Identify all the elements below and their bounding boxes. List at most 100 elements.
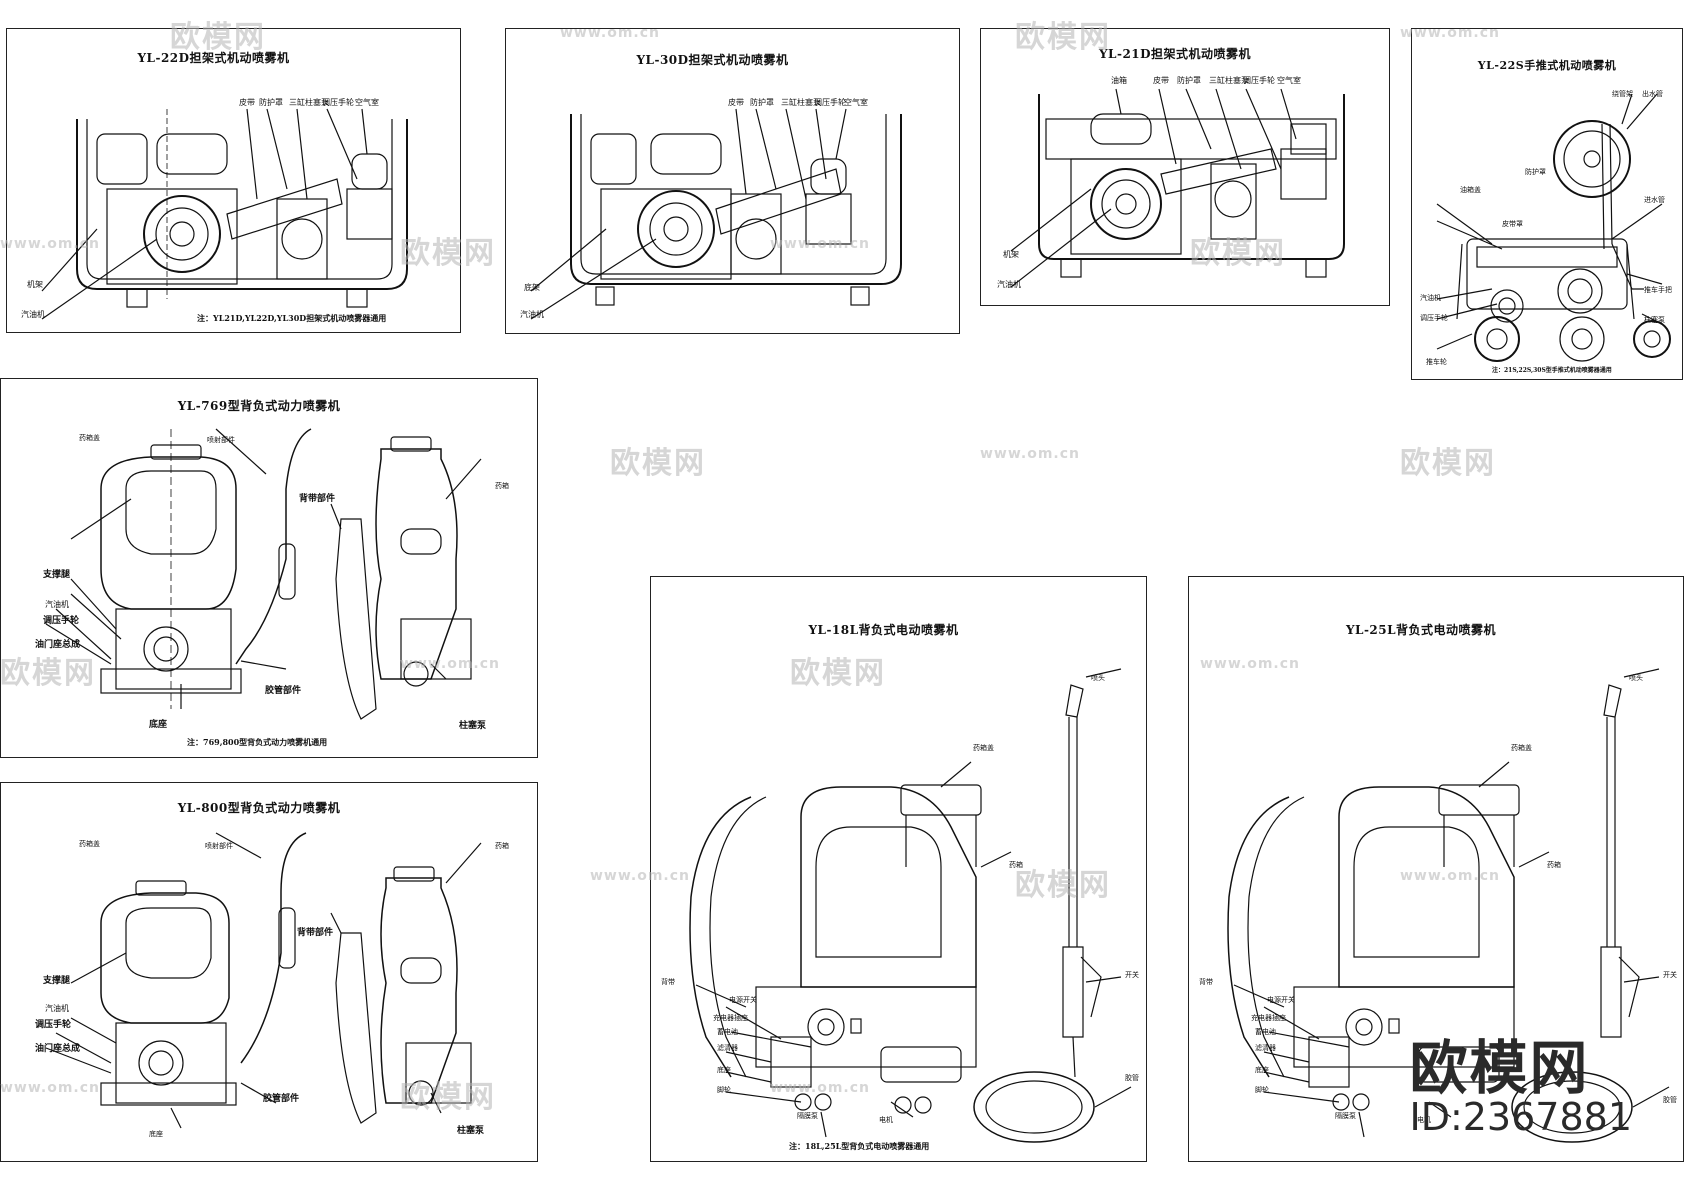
label-air-chamber: 空气室 (844, 98, 868, 107)
label-hose: 胶管 (1125, 1074, 1139, 1082)
label-tank: 油箱 (1111, 76, 1127, 85)
label-regulator: 调压手轮 (43, 616, 80, 626)
label-tank-cap: 药箱盖 (1511, 744, 1532, 752)
hand-cart-sprayer-drawing (1436, 93, 1671, 362)
label-spray-parts: 喷射部件 (205, 842, 233, 850)
label-regulator: 调压手轮 (322, 98, 354, 107)
label-diaphragm-pump: 隔膜泵 (797, 1112, 818, 1120)
brand-badge: 欧模网 ID:2367881 (1409, 1039, 1632, 1139)
label-pump: 三缸柱塞泵 (1209, 76, 1249, 85)
label-motor: 电机 (1417, 1116, 1431, 1124)
label-strap: 背带 (661, 978, 675, 986)
label-engine: 汽油机 (45, 1004, 69, 1013)
watermark-logo: 欧模网 (1400, 446, 1496, 481)
label-regulator: 调压手轮 (35, 1020, 72, 1030)
label-battery: 蓄电池 (717, 1028, 738, 1036)
label-base: 底座 (149, 1130, 163, 1138)
label-charger-socket: 充电器插座 (1251, 1014, 1286, 1022)
label-tank-cap: 药箱盖 (79, 840, 100, 848)
label-tank: 药箱 (1547, 861, 1561, 869)
label-engine: 汽油机 (21, 310, 45, 319)
label-throttle: 油门座总成 (35, 1044, 81, 1054)
label-pump: 三缸柱塞泵 (289, 98, 329, 107)
label-tank: 药箱 (495, 842, 509, 850)
label-power-switch: 电源开关 (729, 996, 757, 1004)
label-strap: 背带部件 (299, 494, 336, 504)
label-strap: 背带 (1199, 978, 1213, 986)
panel-yl-769: YL-769型背负式动力喷雾机 药箱盖 喷射部件 支撑腿 汽油机 调压手轮 油门… (0, 378, 538, 758)
label-battery: 蓄电池 (1255, 1028, 1276, 1036)
panel-yl-22d: YL-22D担架式机动喷雾机 皮带 防护罩 三缸柱塞泵 调压手轮 空气室 机架 … (6, 28, 461, 333)
label-switch: 开关 (1663, 971, 1677, 979)
label-base: 底架 (524, 283, 540, 292)
label-handle: 推车手把 (1644, 286, 1672, 294)
label-plunger-pump: 柱塞泵 (1644, 316, 1665, 324)
label-air-chamber: 空气室 (355, 98, 379, 107)
label-belt: 皮带 (1153, 76, 1169, 85)
brand-id: ID:2367881 (1409, 1095, 1632, 1140)
label-guard: 防护罩 (1525, 168, 1546, 176)
panel-title: YL-22S手推式机动喷雾机 (1477, 59, 1617, 72)
label-engine: 汽油机 (997, 280, 1021, 289)
panel-yl-30d: YL-30D担架式机动喷雾机 皮带 防护罩 三缸柱塞泵 调压手轮 空气室 底架 … (505, 28, 960, 334)
panel-yl-18l: YL-18L背负式电动喷雾机 喷头 药箱盖 药箱 开关 背带 电源开关 充电器插… (650, 576, 1147, 1162)
label-plunger-pump: 柱塞泵 (457, 1126, 485, 1136)
watermark-url: www.om.cn (980, 446, 1081, 462)
panel-yl-22s: YL-22S手推式机动喷雾机 绕管架 出水管 防护罩 油箱盖 皮带罩 进水管 汽… (1411, 28, 1683, 380)
label-spray-parts: 喷射部件 (207, 436, 235, 444)
panel-title: YL-25L背负式电动喷雾机 (1345, 623, 1497, 637)
label-frame: 机架 (1003, 250, 1019, 259)
panel-note: 注：21S,22S,30S型手推式机动喷雾器通用 (1492, 367, 1612, 374)
brand-name: 欧模网 (1409, 1034, 1590, 1103)
label-belt: 皮带 (728, 98, 744, 107)
panel-note: 注：YL21D,YL22D,YL30D担架式机动喷雾器通用 (197, 313, 387, 323)
label-strap: 背带部件 (297, 928, 334, 938)
label-pump: 三缸柱塞泵 (781, 98, 821, 107)
label-air-chamber: 空气室 (1277, 76, 1301, 85)
label-engine: 汽油机 (1420, 294, 1441, 302)
label-plunger-pump: 柱塞泵 (459, 721, 487, 731)
label-guard: 防护罩 (259, 98, 283, 107)
label-tank-cap: 油箱盖 (1460, 186, 1481, 194)
label-caster: 脚轮 (717, 1086, 731, 1094)
electric-sprayer-drawing (1227, 668, 1670, 1143)
label-nozzle: 喷头 (1629, 674, 1643, 682)
panel-yl-21d: YL-21D担架式机动喷雾机 油箱 皮带 防护罩 三缸柱塞泵 调压手轮 空气室 … (980, 28, 1390, 306)
engine-sprayer-drawing (530, 108, 902, 320)
label-tank-cap: 药箱盖 (79, 434, 100, 442)
label-switch: 开关 (1125, 971, 1139, 979)
label-base: 底座 (717, 1066, 731, 1074)
label-throttle: 油门座总成 (35, 640, 81, 650)
label-tank: 药箱 (495, 482, 509, 490)
label-hose: 胶管部件 (263, 1094, 300, 1104)
panel-title: YL-30D担架式机动喷雾机 (636, 53, 789, 67)
label-guard: 防护罩 (750, 98, 774, 107)
panel-title: YL-769型背负式动力喷雾机 (177, 399, 341, 413)
backpack-sprayer-drawing (45, 428, 482, 720)
label-power-switch: 电源开关 (1267, 996, 1295, 1004)
label-base: 底座 (149, 720, 168, 730)
panel-title: YL-18L背负式电动喷雾机 (808, 623, 959, 637)
label-caster: 脚轮 (1255, 1086, 1269, 1094)
label-support-leg: 支撑腿 (43, 570, 71, 580)
watermark-logo: 欧模网 (610, 446, 706, 481)
label-diaphragm-pump: 隔膜泵 (1335, 1112, 1356, 1120)
label-regulator: 调压手轮 (1420, 314, 1448, 322)
label-regulator: 调压手轮 (1243, 76, 1275, 85)
label-engine: 汽油机 (45, 600, 69, 609)
panel-yl-25l: YL-25L背负式电动喷雾机 喷头 药箱盖 药箱 开关 背带 电源开关 充电器插… (1188, 576, 1684, 1162)
panel-title: YL-21D担架式机动喷雾机 (1098, 47, 1252, 61)
label-belt-cover: 皮带罩 (1502, 220, 1523, 228)
label-frame: 机架 (27, 280, 43, 289)
label-nozzle: 喷头 (1091, 674, 1105, 682)
label-guard: 防护罩 (1177, 76, 1201, 85)
label-wheel: 推车轮 (1426, 358, 1447, 366)
label-filter: 滤清器 (717, 1044, 738, 1052)
panel-title: YL-800型背负式动力喷雾机 (177, 801, 341, 815)
label-hose: 胶管 (1663, 1096, 1677, 1104)
label-support-leg: 支撑腿 (43, 976, 71, 986)
label-motor: 电机 (879, 1116, 893, 1124)
label-hose: 胶管部件 (265, 686, 302, 696)
engine-sprayer-drawing (1010, 88, 1345, 288)
panel-yl-800: YL-800型背负式动力喷雾机 药箱盖 喷射部件 支撑腿 汽油机 调压手轮 油门… (0, 782, 538, 1162)
